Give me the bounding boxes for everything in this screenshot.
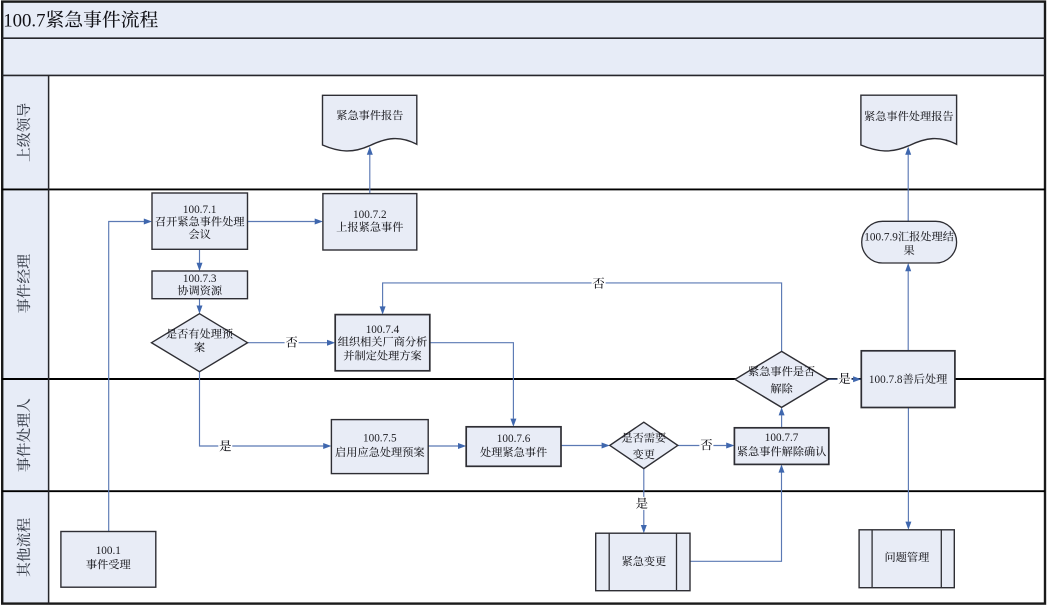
svg-text:100.7.7: 100.7.7 xyxy=(765,432,799,444)
svg-text:100.7.5: 100.7.5 xyxy=(363,433,397,445)
svg-text:100.7: 100.7 xyxy=(3,10,45,31)
svg-text:100.7.3: 100.7.3 xyxy=(183,273,217,285)
svg-text:100.7.6: 100.7.6 xyxy=(497,433,531,445)
svg-text:100.7.1: 100.7.1 xyxy=(183,204,217,216)
svg-text:100.1: 100.1 xyxy=(96,545,121,557)
svg-text:100.7.4: 100.7.4 xyxy=(366,324,400,336)
svg-text:100.7.8: 100.7.8 xyxy=(869,374,903,386)
svg-text:100.7.2: 100.7.2 xyxy=(353,209,387,221)
svg-text:100.7.9: 100.7.9 xyxy=(864,231,898,243)
